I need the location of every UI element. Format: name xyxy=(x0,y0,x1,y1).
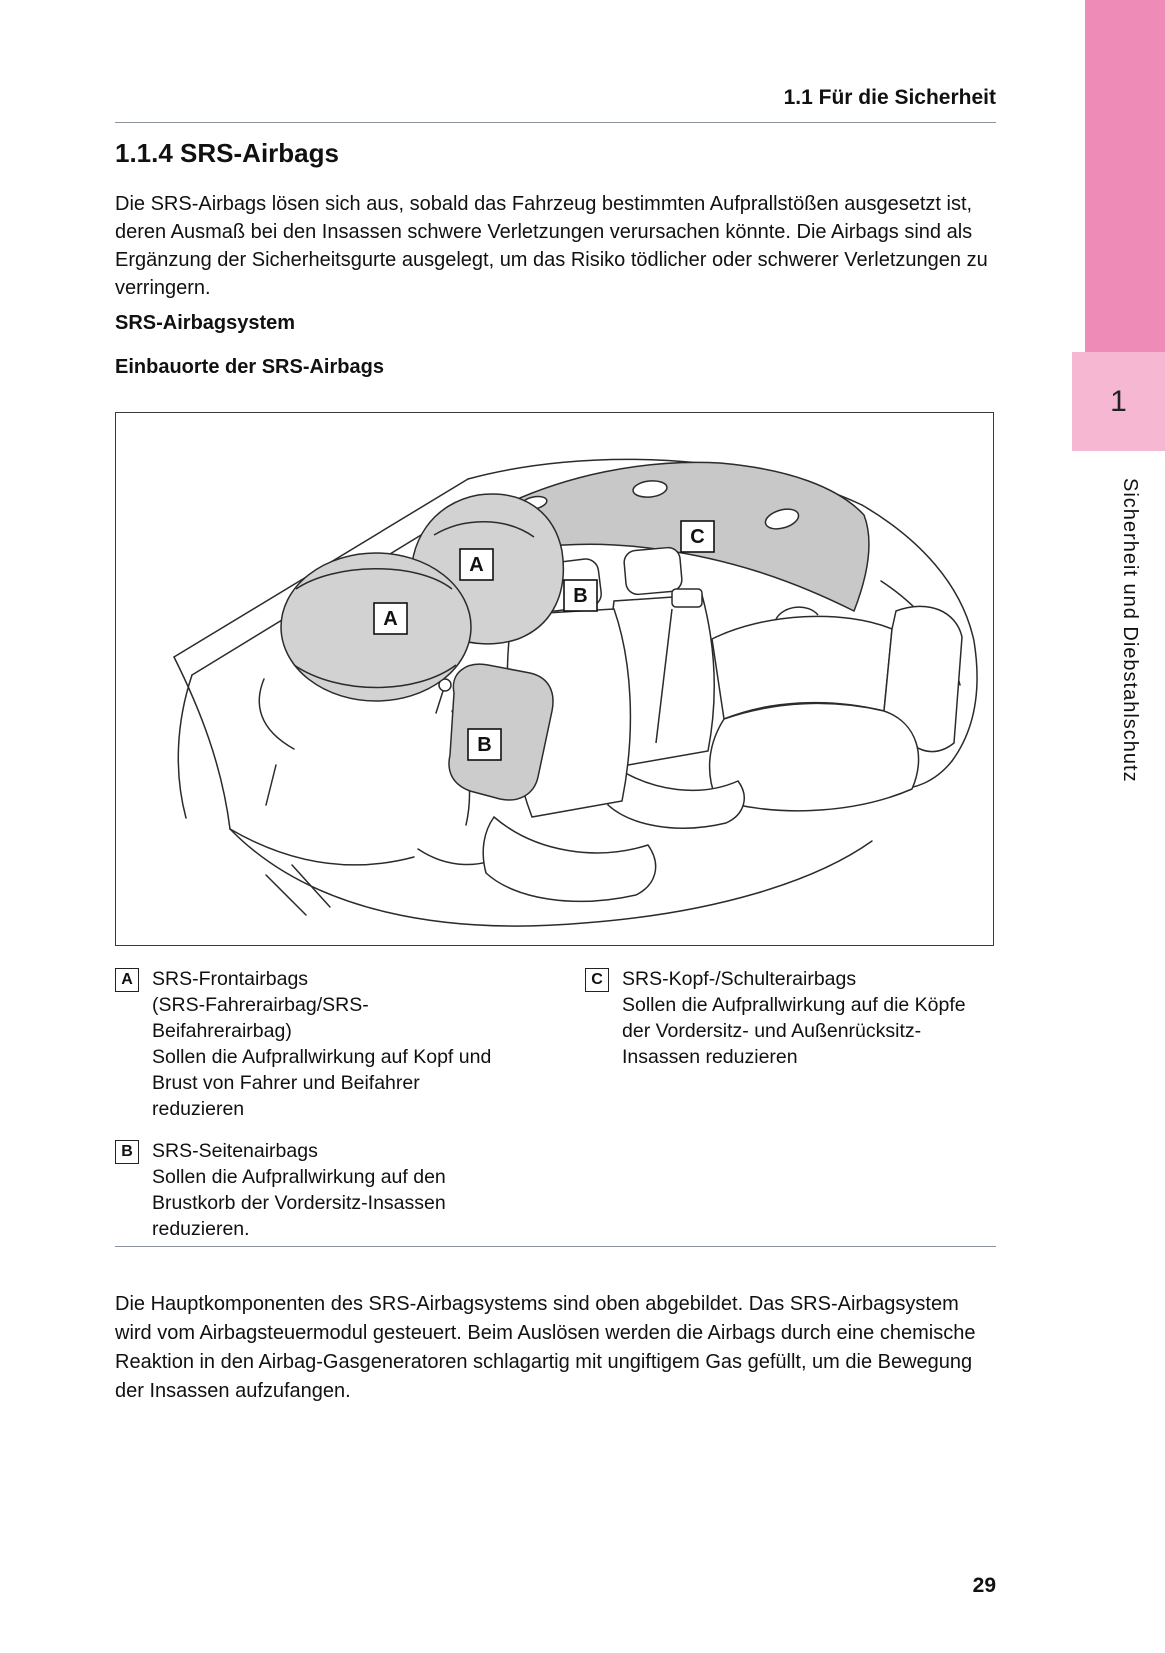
legend-title-b: SRS-Seitenairbags xyxy=(152,1140,318,1162)
legend-column-right: C SRS-Kopf-/Schulterairbags Sollen die A… xyxy=(585,966,996,1242)
page-number: 29 xyxy=(972,1574,996,1597)
figure-label-side-airbag-seat: B xyxy=(563,579,598,612)
legend-marker-c: C xyxy=(585,968,609,992)
car-interior-illustration: A A B C B xyxy=(173,458,978,927)
subheading-airbag-system: SRS-Airbagsystem xyxy=(115,312,296,334)
legend-text-c: SRS-Kopf-/Schulterairbags Sollen die Auf… xyxy=(622,966,994,1070)
front-seat-right xyxy=(607,546,745,829)
svg-text:A: A xyxy=(383,608,397,630)
subheading-install-locations: Einbauorte der SRS-Airbags xyxy=(115,356,384,378)
legend-description-a: Sollen die Aufprallwirkung auf Kopf und … xyxy=(152,1046,492,1120)
legend-title-a: SRS-Frontairbags xyxy=(152,968,309,990)
legend-description-b: Sollen die Aufprallwirkung auf den Brust… xyxy=(152,1166,446,1240)
figure-label-passenger-front-airbag: A xyxy=(459,548,494,581)
legend-item-seitenairbags: B SRS-Seitenairbags Sollen die Aufprallw… xyxy=(115,1138,585,1242)
section-title: 1.1.4 SRS-Airbags xyxy=(115,138,339,168)
legend-item-kopf-schulterairbags: C SRS-Kopf-/Schulterairbags Sollen die A… xyxy=(585,966,996,1070)
intro-paragraph: Die SRS-Airbags lösen sich aus, sobald d… xyxy=(115,193,988,299)
chapter-vertical-title: Sicherheit und Diebstahlschutz xyxy=(1119,478,1141,783)
figure-label-side-airbag-lower: B xyxy=(467,728,502,761)
svg-text:A: A xyxy=(469,554,483,576)
figure-label-driver-front-airbag: A xyxy=(373,602,408,635)
legend-description-c: Sollen die Aufprallwirkung auf die Köpfe… xyxy=(622,994,966,1068)
legend-subtitle-a: (SRS-Fahrerairbag/SRS-Beifahrerairbag) xyxy=(152,994,369,1042)
svg-text:B: B xyxy=(477,734,491,756)
legend-text-b: SRS-Seitenairbags Sollen die Aufprallwir… xyxy=(152,1138,504,1242)
chapter-color-strip xyxy=(1085,0,1165,352)
airbag-location-figure: A A B C B xyxy=(115,412,994,946)
legend-item-frontairbags: A SRS-Frontairbags (SRS-Fahrerairbag/SRS… xyxy=(115,966,585,1122)
legend-marker-b: B xyxy=(115,1140,139,1164)
legend-column-left: A SRS-Frontairbags (SRS-Fahrerairbag/SRS… xyxy=(115,966,585,1242)
svg-text:C: C xyxy=(690,526,704,548)
legend-marker-a: A xyxy=(115,968,139,992)
figure-legend: A SRS-Frontairbags (SRS-Fahrerairbag/SRS… xyxy=(115,966,996,1242)
legend-title-c: SRS-Kopf-/Schulterairbags xyxy=(622,968,857,990)
chapter-number: 1 xyxy=(1110,384,1127,418)
svg-text:B: B xyxy=(573,585,587,607)
closing-paragraph: Die Hauptkomponenten des SRS-Airbagsyste… xyxy=(115,1293,976,1402)
section-divider xyxy=(115,1246,996,1247)
car-outline xyxy=(173,458,978,927)
running-header: 1.1 Für die Sicherheit xyxy=(115,86,996,123)
rear-bench-seat xyxy=(708,605,963,812)
legend-text-a: SRS-Frontairbags (SRS-Fahrerairbag/SRS-B… xyxy=(152,966,504,1122)
chapter-tab: 1 xyxy=(1072,352,1165,451)
figure-label-curtain-airbag: C xyxy=(680,520,715,553)
